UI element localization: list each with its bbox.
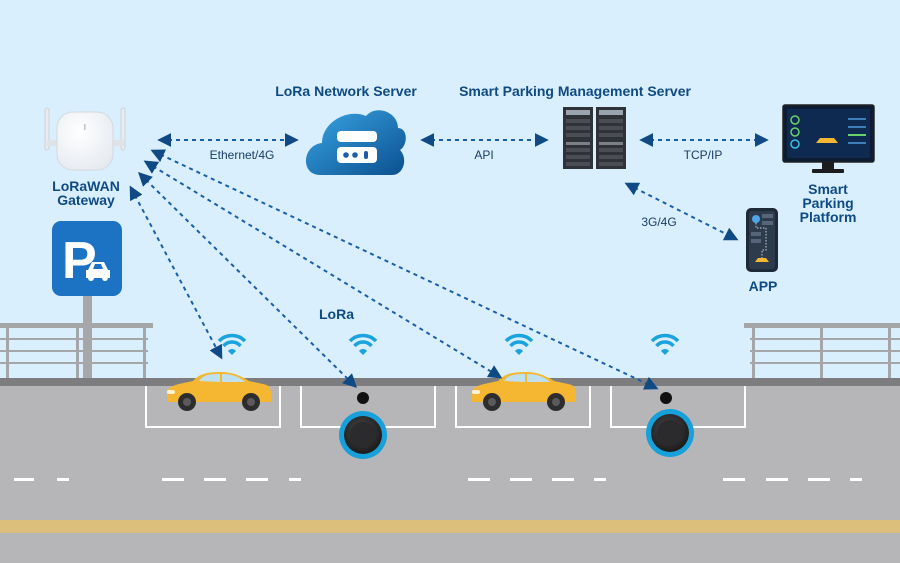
- cloud-server-icon: [305, 110, 406, 175]
- platform-label-line3: Platform: [799, 209, 857, 225]
- geomagnetic-sensor-icon: [646, 409, 694, 457]
- parking-sign-icon: P: [52, 221, 122, 382]
- ethernet-4g-label: Ethernet/4G: [209, 148, 275, 162]
- server-rack-icon: [563, 107, 626, 169]
- road: [0, 386, 900, 563]
- monitor-dashboard-icon: [782, 104, 875, 173]
- platform-label-line2: Parking: [802, 195, 854, 211]
- gateway-label-line2: Gateway: [57, 192, 115, 208]
- gateway-device-icon: [44, 107, 126, 171]
- app-label: APP: [748, 278, 778, 294]
- sensor-spot-2: [339, 392, 387, 459]
- sensor-spot-4: [646, 392, 694, 457]
- api-label: API: [474, 148, 494, 162]
- yellow-road-line: [0, 520, 900, 533]
- svg-text:P: P: [62, 232, 97, 290]
- gateway-label-line1: LoRaWAN: [52, 178, 120, 194]
- parking-spot-1: [145, 386, 281, 428]
- network-server-label: LoRa Network Server: [275, 83, 417, 99]
- tcp-ip-label: TCP/IP: [683, 148, 723, 162]
- 3g-4g-label: 3G/4G: [641, 215, 677, 229]
- management-server-label: Smart Parking Management Server: [459, 83, 691, 99]
- railing-right: [744, 323, 900, 380]
- platform-label-line1: Smart: [808, 181, 848, 197]
- geomagnetic-sensor-icon: [339, 411, 387, 459]
- curb: [0, 378, 900, 386]
- parking-spot-3: [455, 386, 591, 428]
- lane-dashes: [14, 478, 862, 481]
- platform-label: Smart Parking Platform: [800, 182, 857, 224]
- lora-label: LoRa: [319, 306, 354, 322]
- smartphone-app-icon: [746, 208, 778, 272]
- gateway-label: LoRaWAN Gateway: [52, 179, 120, 207]
- lora-links: [129, 149, 659, 390]
